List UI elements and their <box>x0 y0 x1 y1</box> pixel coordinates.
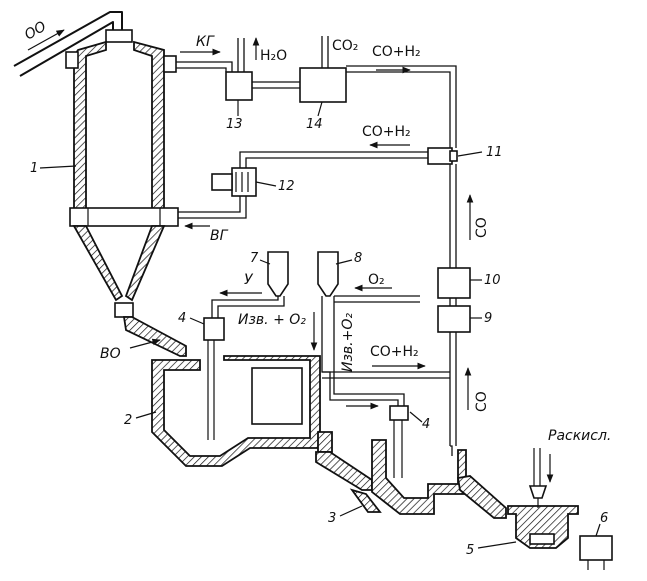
label-u: У <box>244 272 254 288</box>
callout-7: 7 <box>250 251 259 266</box>
unit-6 <box>579 535 613 570</box>
bin-7 <box>211 251 289 318</box>
oo-arrow <box>27 29 65 51</box>
label-co2: CO₂ <box>332 38 358 54</box>
callout-11: 11 <box>486 145 503 160</box>
label-co-h2-low: CO+H₂ <box>370 344 419 360</box>
lance-4-left <box>203 317 225 440</box>
callout-1: 1 <box>30 161 38 176</box>
unit-13 <box>225 37 260 101</box>
callout-14: 14 <box>306 117 323 132</box>
unit-11 <box>239 141 458 168</box>
label-kg: КГ <box>196 34 215 50</box>
converter-3 <box>349 405 467 515</box>
vo-chute <box>122 316 187 357</box>
label-vo: ВО <box>100 346 121 362</box>
launder-3-5 <box>456 475 507 519</box>
callout-6: 6 <box>600 511 608 526</box>
callout-10: 10 <box>484 273 501 288</box>
shaft-reactor-1 <box>65 40 179 318</box>
melter-2 <box>151 355 450 467</box>
label-h2o: H₂O <box>260 48 287 64</box>
co-riser <box>437 164 474 446</box>
label-co-right-low: CO <box>474 391 490 412</box>
label-o2: O₂ <box>368 272 385 288</box>
callout-13: 13 <box>226 117 243 132</box>
callout-9: 9 <box>484 311 492 326</box>
label-vg: ВГ <box>210 228 229 244</box>
callout-12: 12 <box>278 179 295 194</box>
callout-2: 2 <box>124 413 132 428</box>
ore-feed-chute <box>13 11 133 77</box>
top-gas-pipes <box>176 61 457 148</box>
bin-8 <box>310 251 420 410</box>
unit-12 <box>178 167 257 230</box>
callout-4-right: 4 <box>422 417 430 432</box>
launder-2-3 <box>315 451 373 491</box>
label-co-right-top: CO <box>474 217 490 238</box>
vo-arrow <box>129 338 161 349</box>
label-raskisl: Раскисл. <box>548 428 611 444</box>
ladle-5 <box>507 448 579 549</box>
callout-8: 8 <box>354 251 362 266</box>
label-izv-o2-horiz: Изв. + O₂ <box>238 312 306 328</box>
unit-10 <box>437 267 471 299</box>
label-co-h2-top: CO+H₂ <box>372 44 421 60</box>
unit-14 <box>299 36 411 103</box>
label-co-h2-mid: CO+H₂ <box>362 124 411 140</box>
callout-5: 5 <box>466 543 474 558</box>
label-oo: ОО <box>22 19 49 44</box>
unit-9 <box>437 305 471 333</box>
callout-4-left: 4 <box>178 311 186 326</box>
label-izv-o2-vert: Изв.+O₂ <box>340 313 356 372</box>
callout-3: 3 <box>328 511 336 526</box>
leader-lines <box>39 100 601 549</box>
